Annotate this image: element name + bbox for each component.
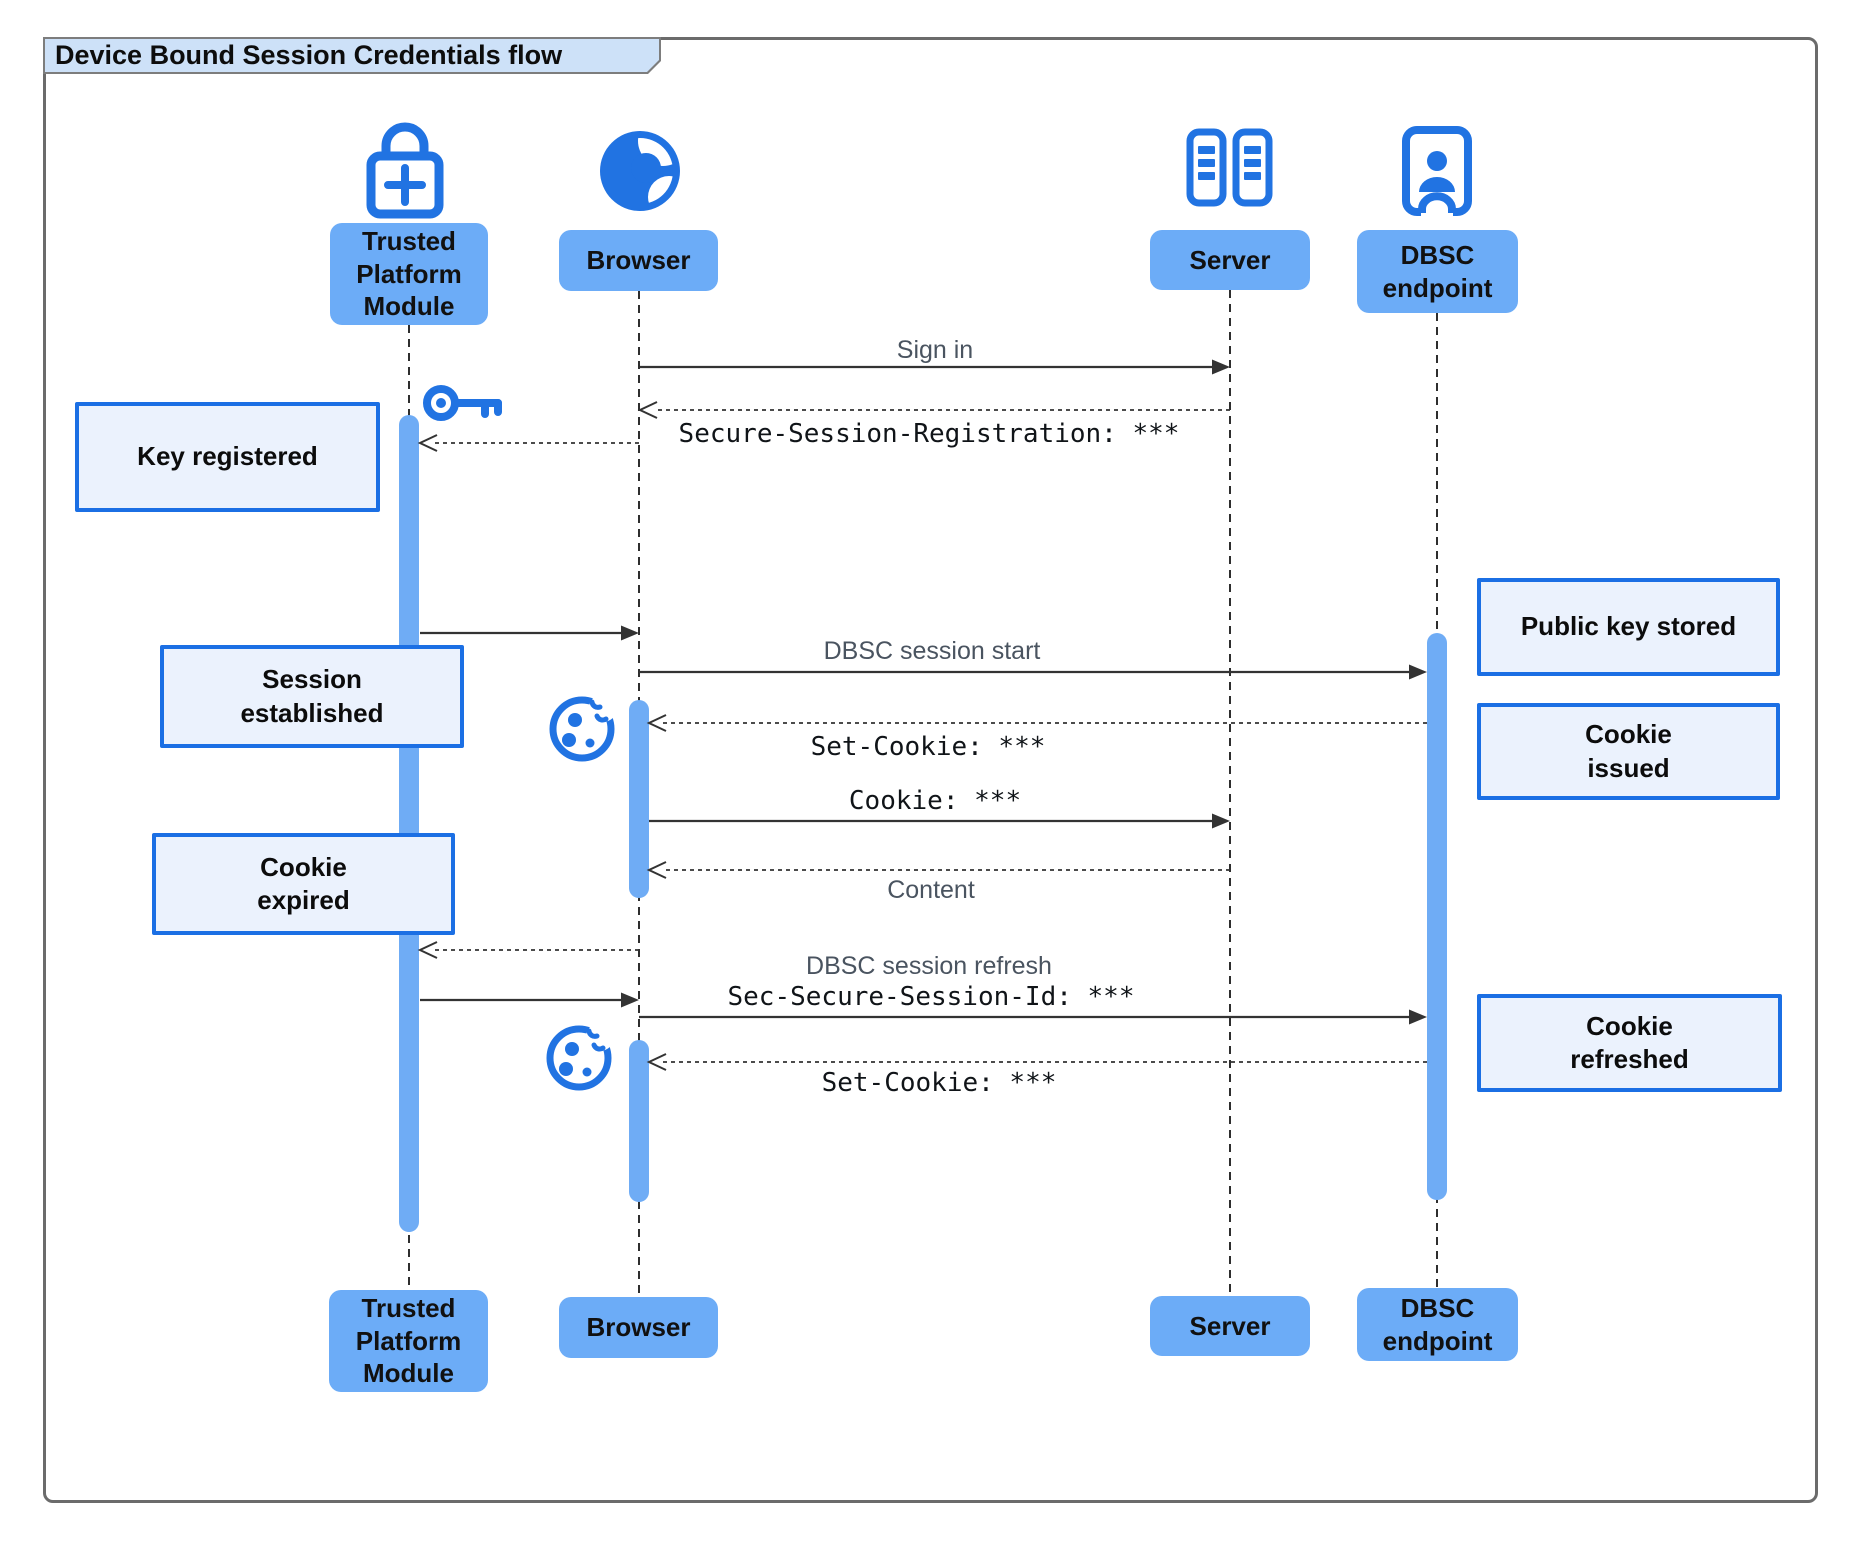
actor-tpm-top: Trusted Platform Module: [330, 223, 488, 325]
cookie-icon: [546, 1023, 614, 1091]
note-cookie-issued: Cookie issued: [1477, 703, 1780, 800]
note-session-established: Session established: [160, 645, 464, 748]
label-cookie: Cookie: ***: [848, 786, 1022, 816]
arrow-dbsc-session-refresh: [639, 1009, 1427, 1025]
actor-dbsc-bottom: DBSC endpoint: [1357, 1288, 1518, 1361]
globe-icon: [600, 131, 680, 211]
label-dbsc-session-refresh: DBSC session refresh: [806, 952, 1052, 980]
key-icon: [423, 385, 502, 421]
actor-server-bottom: Server: [1150, 1296, 1310, 1356]
actor-browser-top: Browser: [559, 230, 718, 291]
arrow-sign-in: [640, 359, 1230, 375]
id-badge-icon: [1402, 126, 1472, 216]
actor-browser-bottom: Browser: [559, 1297, 718, 1358]
arrow-cookie: [649, 813, 1230, 829]
arrow-browser-to-tpm-2: [417, 941, 639, 959]
label-set-cookie-2: Set-Cookie: ***: [821, 1068, 1057, 1098]
note-cookie-refreshed: Cookie refreshed: [1477, 994, 1782, 1092]
browser-activation-bar-2: [629, 1040, 649, 1202]
actor-server-top: Server: [1150, 230, 1310, 290]
diagram-title-tab: Device Bound Session Credentials flow: [43, 37, 661, 74]
cookie-icon: [549, 694, 617, 762]
lock-plus-icon: [366, 122, 444, 219]
arrow-dbsc-session-start: [639, 664, 1427, 680]
note-public-key-stored: Public key stored: [1477, 578, 1780, 676]
label-sec-secure-session-id: Sec-Secure-Session-Id: ***: [727, 982, 1135, 1012]
note-key-registered: Key registered: [75, 402, 380, 512]
note-cookie-expired: Cookie expired: [152, 833, 455, 935]
arrow-tpm-to-browser-1: [420, 625, 639, 641]
actor-tpm-bottom: Trusted Platform Module: [329, 1290, 488, 1392]
arrow-content: [646, 861, 1230, 879]
arrow-browser-to-tpm-1: [417, 434, 639, 452]
label-dbsc-session-start: DBSC session start: [823, 637, 1041, 665]
server-racks-icon: [1186, 128, 1273, 207]
arrow-set-cookie-2: [646, 1053, 1427, 1071]
label-session-registration: Secure-Session-Registration: ***: [678, 419, 1180, 449]
dbsc-activation-bar: [1427, 633, 1447, 1200]
label-set-cookie-1: Set-Cookie: ***: [810, 732, 1046, 762]
tpm-activation-bar: [399, 415, 419, 1232]
actor-dbsc-top: DBSC endpoint: [1357, 230, 1518, 313]
diagram-title: Device Bound Session Credentials flow: [55, 40, 563, 70]
arrow-tpm-to-browser-2: [420, 992, 639, 1008]
browser-activation-bar-1: [629, 700, 649, 898]
label-sign-in: Sign in: [896, 336, 974, 364]
arrow-session-registration: [637, 401, 1230, 419]
arrow-set-cookie-1: [646, 714, 1427, 732]
label-content: Content: [887, 876, 975, 904]
